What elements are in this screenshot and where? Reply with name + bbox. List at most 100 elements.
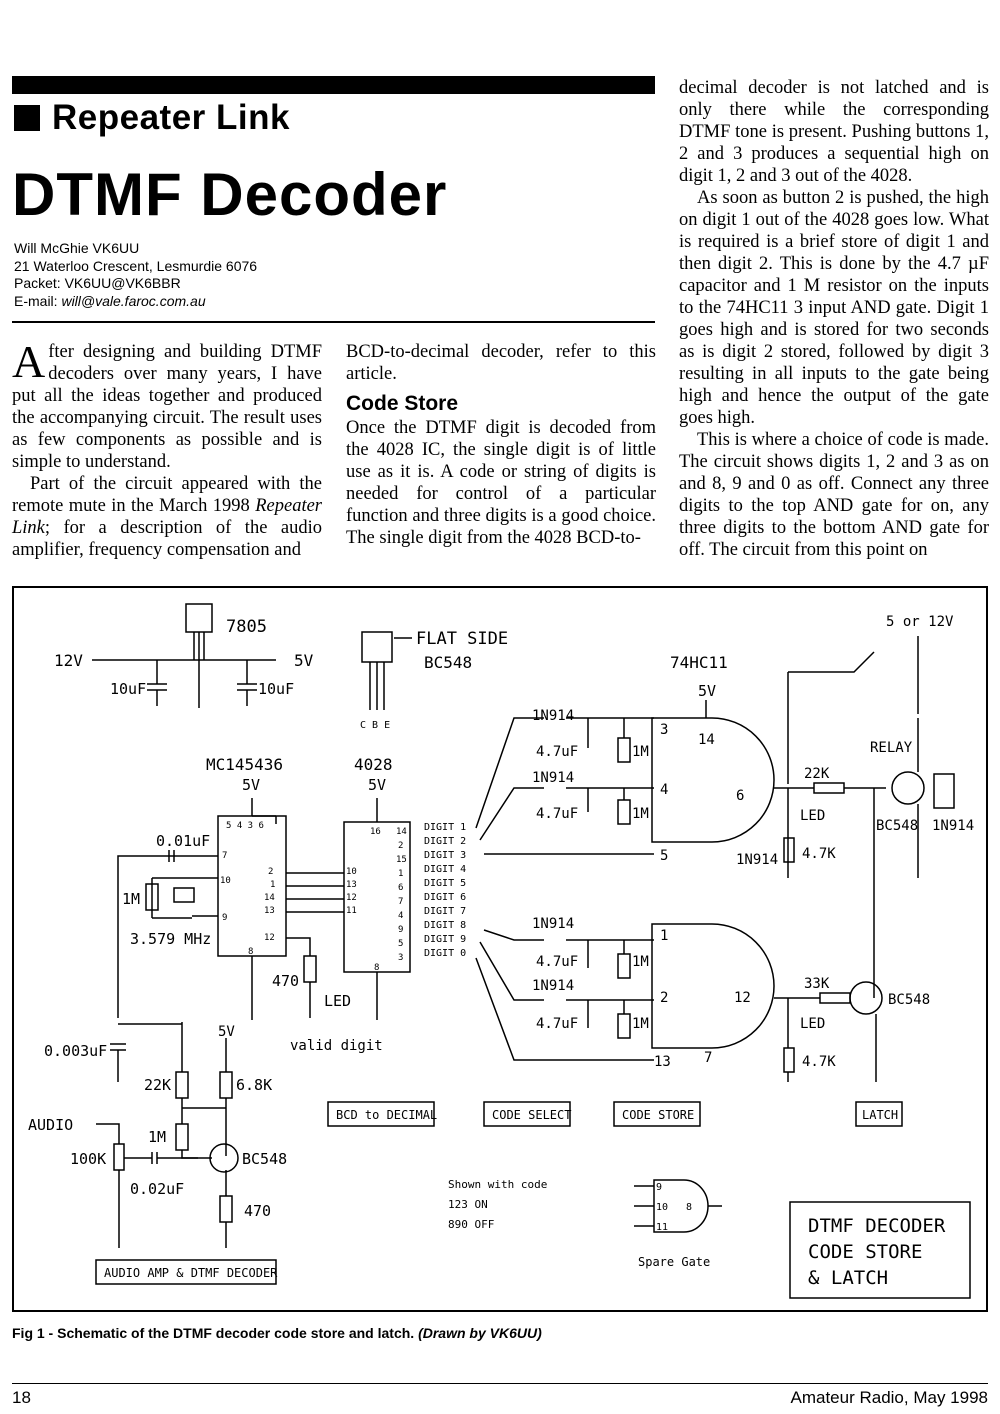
title-rule: [12, 321, 655, 323]
resistor-label: 22K: [804, 766, 830, 782]
pin-label: 7: [704, 1050, 712, 1066]
digit-label: DIGIT 2: [424, 836, 466, 847]
article-title: DTMF Decoder: [12, 161, 448, 228]
cap-label: 4.7uF: [536, 1016, 578, 1032]
pin-label: 11: [346, 906, 357, 916]
email-label: E-mail:: [14, 292, 62, 309]
section-heading: Repeater Link: [14, 98, 290, 138]
resistor-label: 4.7K: [802, 846, 836, 862]
resistor-label: 4.7K: [802, 1054, 836, 1070]
spare-gate-label: Spare Gate: [638, 1255, 710, 1269]
schematic-diagram: 7805 12V 5V 10uF 10uF FLAT SIDE BC548 C …: [28, 603, 974, 1299]
transistor-label: BC548: [888, 992, 930, 1008]
pin-label: 2: [398, 841, 403, 851]
resistor-label: 33K: [804, 976, 830, 992]
pin-label: 15: [396, 855, 407, 865]
pin-label: 10: [346, 867, 357, 877]
diode-label: 1N914: [932, 818, 974, 834]
ic-label: MC145436: [206, 755, 283, 774]
pin-label: 8: [248, 947, 253, 957]
resistor-label: 22K: [144, 1076, 171, 1094]
pin-label: 14: [264, 893, 275, 903]
audio-label: AUDIO: [28, 1116, 73, 1134]
author-packet: Packet: VK6UU@VK6BBR: [14, 275, 181, 291]
resistor-label: 6.8K: [236, 1076, 272, 1094]
pin-label: 3: [660, 722, 668, 738]
relay-label: RELAY: [870, 740, 913, 756]
publication-name: Repeater Link: [12, 496, 322, 538]
cap-label: 4.7uF: [536, 744, 578, 760]
pin-label: 13: [654, 1054, 671, 1070]
pin-label: 12: [734, 990, 751, 1006]
digit-label: DIGIT 3: [424, 850, 466, 861]
supply-label: 5V: [698, 682, 716, 700]
pin-label: 2: [268, 867, 273, 877]
author-email: E-mail: will@vale.faroc.com.au: [14, 293, 257, 311]
resistor-label: 470: [244, 1202, 271, 1220]
schematic-title-line: & LATCH: [808, 1267, 888, 1289]
digit-label: DIGIT 4: [424, 864, 466, 875]
block-label-latch: LATCH: [862, 1108, 898, 1122]
mc145436-body: [217, 815, 287, 957]
regulator-body: [185, 603, 213, 633]
cap-label: 0.02uF: [130, 1180, 184, 1198]
spare-gate-pins: 9 10 11 8: [656, 1182, 692, 1233]
paragraph-text: Part of the circuit appeared with the re…: [12, 474, 322, 516]
resistor-label: 470: [272, 972, 299, 990]
code-note: Shown with code 123 ON 890 OFF: [448, 1178, 547, 1231]
store-labels: 1N914 4.7uF 1M 1N914 4.7uF 1M 1N914 4.7u…: [532, 708, 649, 1032]
digit-labels: DIGIT 1 DIGIT 2 DIGIT 3 DIGIT 4 DIGIT 5 …: [424, 822, 466, 959]
pin-label: 10: [220, 876, 231, 886]
email-address[interactable]: will@vale.faroc.com.au: [61, 292, 206, 309]
input-voltage-label: 12V: [54, 651, 83, 670]
drop-cap: A: [12, 336, 46, 387]
cap-label: 10uF: [258, 680, 294, 698]
block-label-store: CODE STORE: [622, 1108, 694, 1122]
block-label-bcd: BCD to DECIMAL: [336, 1108, 437, 1122]
resistor-label: 1M: [632, 744, 649, 760]
paragraph: Once the DTMF digit is decoded from the …: [346, 418, 656, 548]
pin-label: 10: [656, 1202, 668, 1213]
4028-output-pins: 14 2 15 1 6 7 4 9 5 3: [396, 827, 407, 963]
digit-label: DIGIT 5: [424, 878, 466, 889]
diode-label: 1N914: [532, 770, 574, 786]
pot-label: 100K: [70, 1150, 106, 1168]
pin-label: 1: [270, 880, 275, 890]
column-2: BCD-to-decimal decoder, refer to this ar…: [346, 341, 656, 549]
paragraph-text: fter designing and building DTMF decoder…: [12, 342, 322, 472]
paragraph: This is where a choice of code is made. …: [679, 430, 989, 560]
paragraph: decimal decoder is not latched and is on…: [679, 78, 989, 186]
pin-label: 14: [698, 732, 715, 748]
pin-label: 5: [398, 939, 403, 949]
author-address: 21 Waterloo Crescent, Lesmurdie 6076: [14, 257, 258, 274]
pin-label: 12: [264, 933, 275, 943]
header-bar: [12, 76, 655, 94]
block-label-audio: AUDIO AMP & DTMF DECODER: [104, 1266, 278, 1280]
pin-label: 9: [656, 1182, 662, 1193]
journal-issue: Amateur Radio, May 1998: [790, 1388, 989, 1407]
pin-label: 3: [398, 953, 403, 963]
section-label: Repeater Link: [52, 98, 290, 137]
pin-label: 13: [346, 880, 357, 890]
pin-label: 11: [656, 1222, 668, 1233]
square-bullet-icon: [14, 105, 40, 131]
digit-label: DIGIT 7: [424, 906, 466, 917]
output-voltage-label: 5V: [294, 651, 314, 670]
code-note-line: 123 ON: [448, 1198, 488, 1211]
pin-label: 5: [660, 848, 668, 864]
output-labels: 22K LED 4.7K 1N914 BC548 1N914 33K LED 4…: [736, 766, 974, 1070]
resistor-label: 1M: [632, 806, 649, 822]
caption-text: Fig 1 - Schematic of the DTMF decoder co…: [12, 1325, 419, 1341]
pin-label: 5 4 3 6: [226, 821, 264, 831]
and-gate-top: [651, 717, 775, 843]
pin-label: 1: [398, 869, 403, 879]
schematic-title-box: DTMF DECODER CODE STORE & LATCH: [808, 1215, 946, 1289]
crystal-label: 3.579 MHz: [130, 930, 211, 948]
supply-label: 5V: [242, 776, 260, 794]
diode-label: 1N914: [532, 916, 574, 932]
schematic-title-line: DTMF DECODER: [808, 1215, 946, 1237]
pin-label: 8: [686, 1202, 692, 1213]
paragraph-text: ; for a description of the audio amplifi…: [12, 518, 322, 560]
page-number: 18: [12, 1388, 31, 1407]
